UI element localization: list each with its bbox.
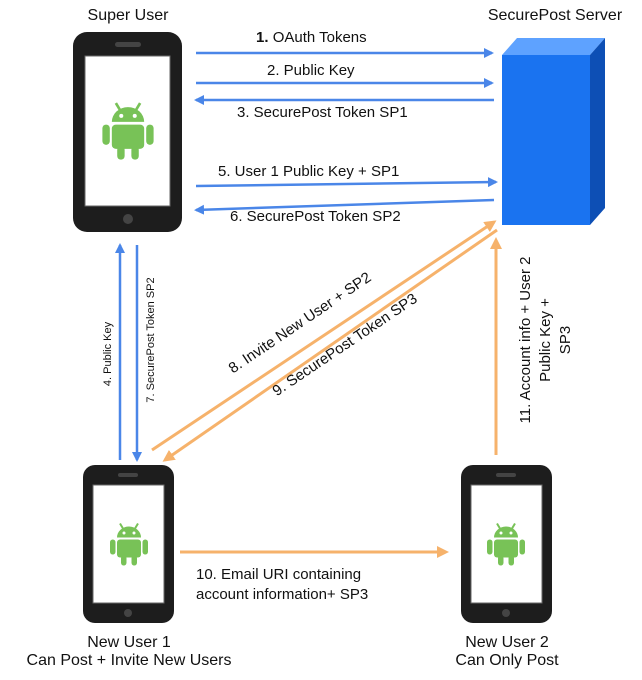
step-11-line-1: 11. Account info + User 2 <box>517 256 534 424</box>
arrow-step-6 <box>194 198 495 215</box>
step-4-label: 4. Public Key <box>102 321 114 387</box>
step-2-label: 2. Public Key <box>267 62 355 79</box>
step-11-label: 11. Account info + User 2 Public Key + S… <box>516 257 576 424</box>
step-10-line-2: account information+ SP3 <box>196 586 369 603</box>
step-11-line-3: SP3 <box>557 325 574 355</box>
step-7-label: 7. SecurePost Token SP2 <box>145 277 157 403</box>
step-1-number: 1. <box>256 29 269 46</box>
server-title: SecurePost Server <box>487 7 623 24</box>
new-user-2-title: New User 2 Can Only Post <box>440 634 574 670</box>
arrow-step-8 <box>151 220 497 452</box>
step-10-line-1: 10. Email URI containing <box>196 566 362 583</box>
super-user-phone-icon <box>73 32 182 232</box>
step-1-label: 1. OAuth Tokens <box>256 29 367 46</box>
new-user-2-name: New User 2 <box>465 634 549 651</box>
step-5-label: 5. User 1 Public Key + SP1 <box>218 163 400 180</box>
step-3-label: 3. SecurePost Token SP1 <box>237 104 408 121</box>
step-10-label: 10. Email URI containing account informa… <box>196 565 368 605</box>
super-user-title: Super User <box>87 7 169 24</box>
arrow-step-5 <box>195 177 498 188</box>
step-6-label: 6. SecurePost Token SP2 <box>230 208 401 225</box>
new-user-2-role: Can Only Post <box>455 652 559 669</box>
new-user-1-name: New User 1 <box>87 634 171 651</box>
step-1-text: OAuth Tokens <box>272 29 367 46</box>
arrow-step-9 <box>162 228 498 462</box>
step-11-line-2: Public Key + <box>537 298 554 382</box>
new-user-1-phone-icon <box>83 465 174 623</box>
new-user-1-role: Can Post + Invite New Users <box>26 652 232 669</box>
new-user-2-phone-icon <box>461 465 552 623</box>
new-user-1-title: New User 1 Can Post + Invite New Users <box>0 634 260 670</box>
server-cube-icon <box>502 38 605 225</box>
